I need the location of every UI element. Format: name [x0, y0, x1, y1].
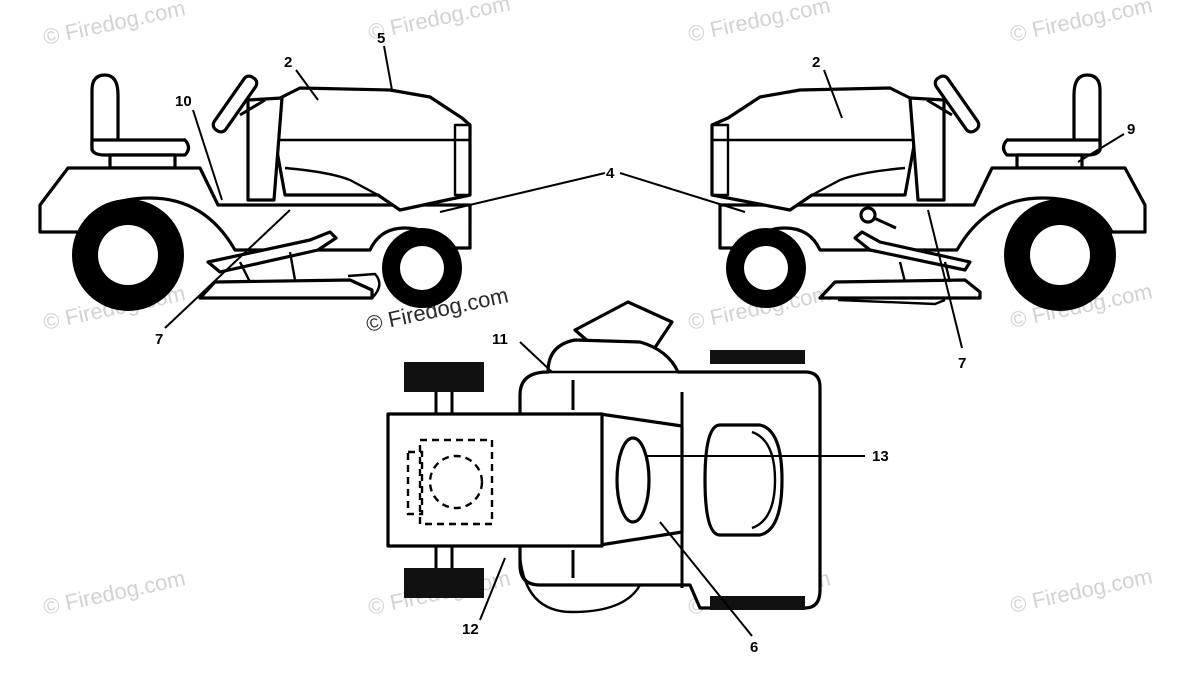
dash-panel: [246, 96, 284, 202]
front-wheel-hub: [400, 246, 444, 290]
leader-2-right: [823, 69, 843, 119]
seat-mount: [546, 338, 680, 374]
callout-7-left: 7: [155, 331, 163, 348]
rear-wheel-hub: [98, 225, 158, 285]
callout-2-right: 2: [812, 54, 820, 71]
callout-5: 5: [377, 30, 385, 47]
tractor-right-side-view: [710, 73, 1147, 311]
watermark: © Firedog.com: [1008, 0, 1155, 47]
front-tire-bottom: [404, 568, 484, 598]
hood-grille: [710, 123, 730, 197]
callout-13: 13: [872, 448, 889, 465]
steering-wheel: [211, 74, 259, 134]
leader-7-left: [164, 209, 291, 329]
front-tire-top: [404, 362, 484, 392]
callout-9: 9: [1127, 121, 1135, 138]
leader-10: [192, 109, 223, 201]
seat-top-back: [751, 430, 777, 530]
hood-side-panel: [811, 166, 906, 197]
deck-hanger: [238, 251, 297, 283]
callout-12: 12: [462, 621, 479, 638]
callout-6: 6: [750, 639, 758, 656]
steering-column: [926, 98, 953, 117]
air-filter-outline: [428, 454, 484, 510]
leader-12: [479, 557, 506, 621]
fender-lower-arc: [518, 555, 642, 614]
deck-hanger: [898, 261, 952, 283]
leader-11: [519, 341, 553, 373]
watermark: © Firedog.com: [686, 0, 833, 47]
deck-chute: [347, 272, 381, 299]
seat-top: [703, 423, 784, 537]
rear-tire-bottom: [710, 596, 805, 610]
dash-panel: [908, 96, 946, 202]
leader-4-left: [439, 172, 606, 213]
rear-wheel-hub: [1030, 225, 1090, 285]
lever-knob: [859, 206, 877, 224]
steering-wheel-top: [615, 436, 651, 524]
callout-10: 10: [175, 93, 192, 110]
seat-base: [1001, 138, 1102, 157]
hood-grille: [453, 123, 472, 197]
seat-post: [108, 153, 177, 170]
lever-shaft: [873, 216, 897, 230]
steering-column: [239, 98, 266, 117]
watermark: © Firedog.com: [366, 0, 513, 45]
engine-outline: [418, 438, 494, 526]
seat-base: [90, 138, 191, 157]
callout-4: 4: [606, 165, 615, 182]
mower-deck: [198, 278, 374, 300]
leader-6: [659, 521, 753, 637]
callout-7-right: 7: [958, 355, 966, 372]
hood-side-panel: [284, 166, 379, 197]
steering-wheel: [933, 74, 981, 134]
tractor-left-side-view: [38, 73, 472, 311]
tractor-top-view: [386, 300, 822, 614]
watermark: © Firedog.com: [41, 0, 188, 50]
leader-2-left: [295, 69, 319, 101]
leader-lines: [164, 45, 1125, 637]
leader-4-right: [619, 172, 746, 213]
rear-tire-top: [710, 350, 805, 364]
hood: [710, 86, 917, 212]
mower-deck: [818, 278, 982, 300]
engine-outline-outer: [406, 450, 424, 516]
callout-11: 11: [492, 331, 508, 348]
deck-chute: [837, 298, 946, 306]
watermark: © Firedog.com: [1008, 563, 1155, 618]
front-wheel-hub: [744, 246, 788, 290]
watermark: © Firedog.com: [41, 565, 188, 620]
hood-top: [386, 412, 604, 548]
callout-2-left: 2: [284, 54, 292, 71]
leader-5: [383, 45, 393, 91]
callout-labels: 2 5 10 4 7 2 9 7 11 13 12 6: [155, 30, 1135, 656]
seat-post: [1015, 153, 1084, 170]
leader-9: [1077, 133, 1125, 163]
leader-7-right: [927, 209, 963, 349]
